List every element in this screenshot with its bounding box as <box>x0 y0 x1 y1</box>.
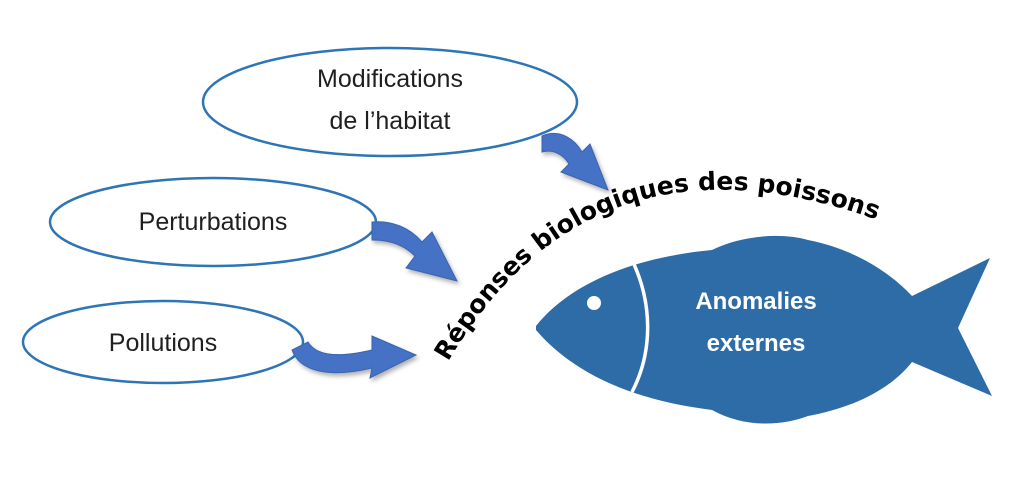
oval-perturbations: Perturbations <box>48 176 378 268</box>
oval-pollutions: Pollutions <box>21 299 305 385</box>
oval-habitat-line-2: de l’habitat <box>330 107 451 135</box>
fish-eye-icon <box>587 296 601 310</box>
oval-pollutions-shape <box>21 299 305 385</box>
arrow-perturbations-icon <box>371 221 458 282</box>
fish: Anomalies externes <box>536 235 992 424</box>
fish-gill-line <box>629 257 650 393</box>
oval-pollutions-label: Pollutions <box>109 329 217 357</box>
arrow-habitat-icon <box>541 132 609 191</box>
arrow-pollutions-icon <box>291 335 418 379</box>
fish-label-line-1: Anomalies <box>695 288 816 315</box>
oval-habitat-shape <box>201 46 579 158</box>
oval-perturbations-label: Perturbations <box>139 208 288 236</box>
oval-habitat: Modifications de l’habitat <box>201 46 579 158</box>
fish-label-line-2: externes <box>707 330 806 357</box>
oval-habitat-line-1: Modifications <box>317 65 463 93</box>
fish-body-icon <box>536 235 992 424</box>
